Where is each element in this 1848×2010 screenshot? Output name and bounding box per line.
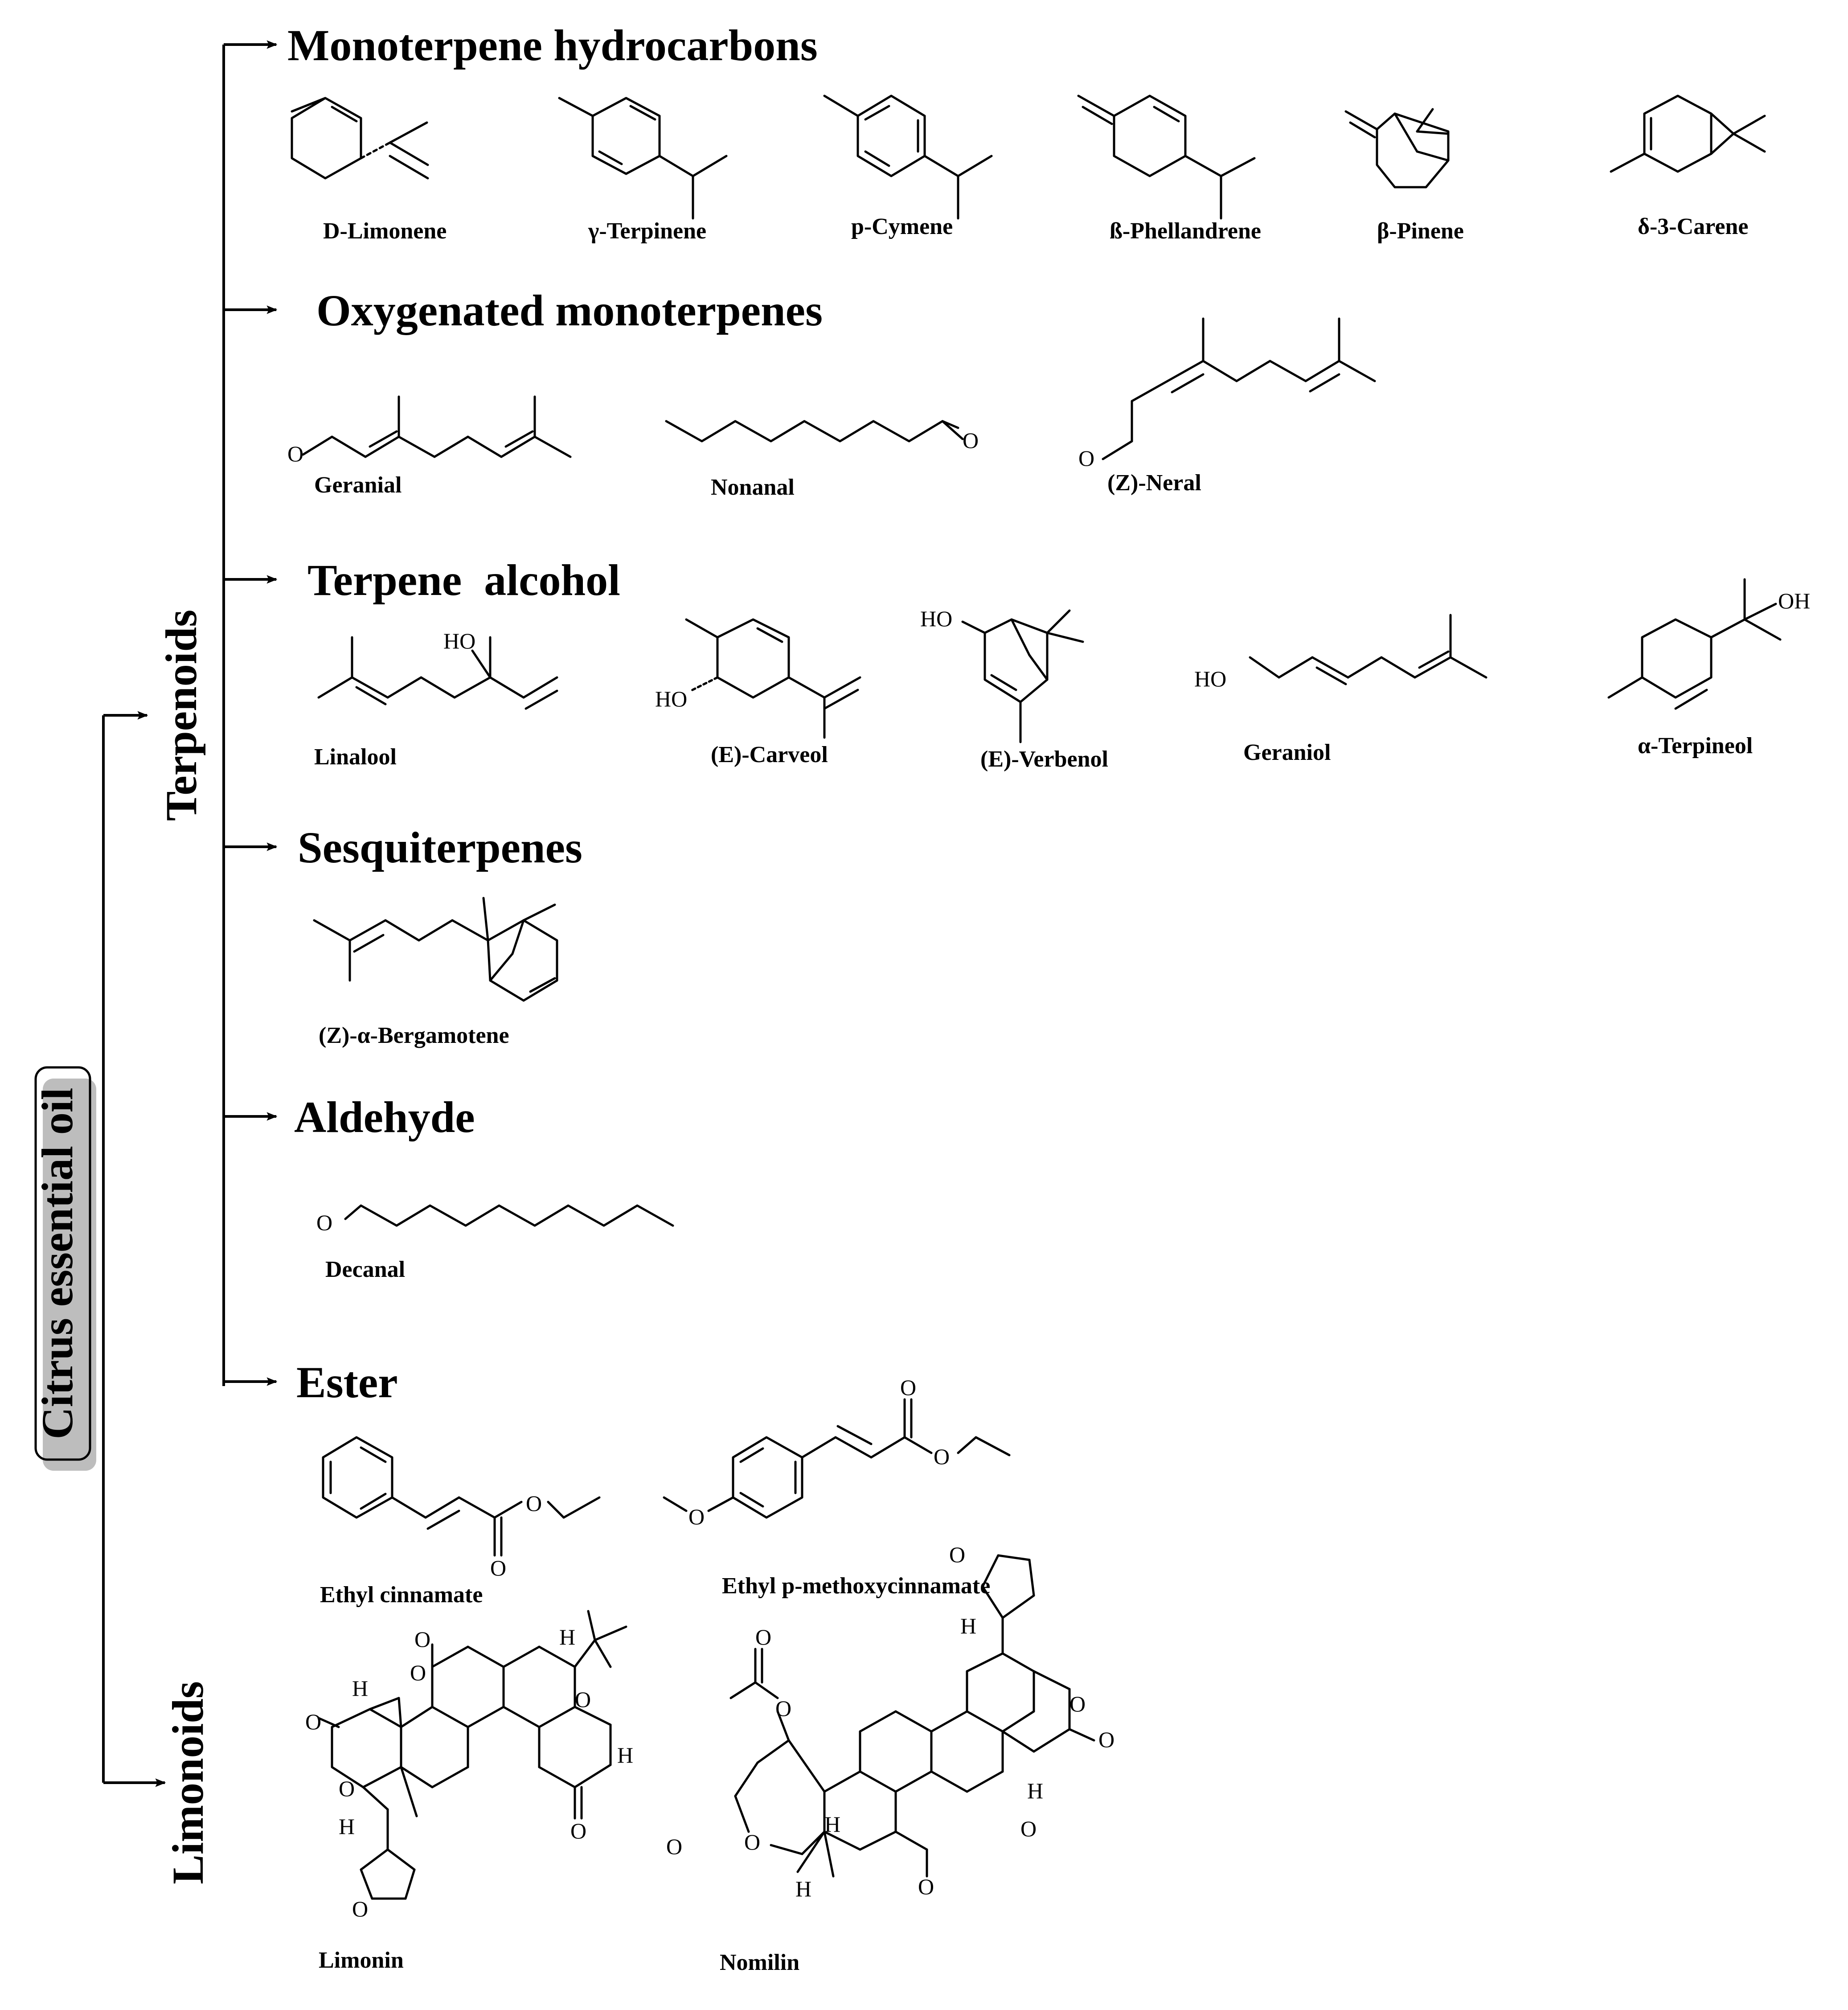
compound-d-limonene: D-Limonene	[323, 218, 447, 244]
atom-nomilin-h-3: H	[795, 1876, 811, 1901]
heading-aldehyde: Aldehyde	[294, 1092, 475, 1142]
compound-p-cymene: p-Cymene	[851, 214, 953, 239]
atom-nomilin-o-carbonyl-d: O	[1098, 1727, 1115, 1752]
structure-ethyl-p-methoxycinnamate	[663, 1398, 1011, 1519]
atom-limonin-h-3: H	[559, 1624, 575, 1649]
structure-ethyl-cinnamate	[322, 1436, 601, 1557]
structure-e-carveol	[685, 618, 861, 739]
compound-z-neral: (Z)-Neral	[1107, 470, 1201, 496]
root-box-shadow	[43, 1079, 96, 1471]
atom-limonin-o-4: O	[414, 1627, 430, 1652]
atom-limonin-o-1: O	[305, 1709, 321, 1734]
root-label: Citrus essential oil	[33, 1088, 82, 1440]
atom-methoxycinnamate-o-carbonyl: O	[900, 1375, 916, 1400]
atom-nomilin-o-furan: O	[949, 1542, 965, 1567]
compound-geranial: Geranial	[314, 472, 402, 498]
structure-linalool	[317, 636, 558, 710]
atom-nomilin-o-ring: O	[744, 1830, 760, 1854]
structure-gamma-terpinene	[558, 97, 728, 220]
atom-linalool-ho: HO	[443, 628, 475, 653]
compound-linalool: Linalool	[314, 744, 397, 770]
atom-geranial-o: O	[287, 441, 303, 466]
atom-limonin-o-5: O	[575, 1687, 591, 1712]
compound-decanal: Decanal	[325, 1257, 405, 1282]
branch-label-limonoids: Limonoids	[163, 1681, 213, 1884]
structure-delta-3-carene	[1610, 94, 1766, 173]
atom-nomilin-o-ring-d: O	[1069, 1691, 1086, 1716]
atom-limonin-o-6: O	[570, 1818, 586, 1843]
heading-monoterpene-hydrocarbons: Monoterpene hydrocarbons	[287, 21, 818, 70]
atom-terpineol-oh: OH	[1778, 588, 1810, 613]
root-box	[34, 1066, 91, 1461]
atom-neral-o: O	[1078, 446, 1094, 471]
structure-geraniol	[1249, 614, 1487, 685]
compound-gamma-terpinene: γ-Terpinene	[588, 218, 706, 244]
compound-nonanal: Nonanal	[711, 475, 795, 500]
atom-limonin-h-2: H	[339, 1814, 355, 1839]
structure-p-cymene	[823, 94, 993, 220]
heading-oxygenated-monoterpenes: Oxygenated monoterpenes	[316, 286, 823, 335]
compound-beta-phellandrene: ß-Phellandrene	[1110, 218, 1261, 244]
atom-limonin-h-1: H	[352, 1676, 368, 1701]
compound-beta-pinene: β-Pinene	[1377, 218, 1464, 244]
structure-beta-phellandrene	[1077, 94, 1256, 220]
compound-ethyl-p-methoxycinnamate: Ethyl p-methoxycinnamate	[722, 1573, 990, 1599]
compound-delta-3-carene: δ-3-Carene	[1638, 214, 1748, 239]
heading-terpene-alcohol: Terpene alcohol	[307, 555, 620, 605]
atom-methoxycinnamate-o-methoxy: O	[688, 1504, 705, 1529]
atom-verbenol-ho: HO	[920, 606, 952, 631]
structure-z-neral	[1102, 317, 1376, 460]
compound-alpha-terpineol: α-Terpineol	[1638, 733, 1753, 759]
atom-nomilin-o-acetyl: O	[755, 1624, 771, 1649]
structure-geranial	[302, 395, 572, 458]
atom-nomilin-h-4: H	[1027, 1778, 1043, 1803]
atom-nomilin-o-lactone: O	[666, 1834, 682, 1859]
atom-limonin-o-3: O	[410, 1660, 426, 1685]
structure-decanal	[344, 1204, 674, 1227]
structure-limonin	[317, 1610, 627, 1900]
heading-sesquiterpenes: Sesquiterpenes	[298, 823, 582, 872]
root-node: Citrus essential oil	[33, 1066, 96, 1471]
structure-d-limonene	[291, 97, 429, 180]
structure-alpha-terpineol	[1607, 578, 1782, 710]
branch-label-terpenoids: Terpenoids	[156, 610, 206, 821]
compound-limonin: Limonin	[319, 1948, 404, 1973]
atom-limonin-h-4: H	[617, 1743, 633, 1768]
atom-ethyl-cinnamate-o-ester: O	[526, 1491, 542, 1516]
branch-lines	[102, 40, 278, 1787]
atom-nomilin-o-acetoxy: O	[775, 1696, 791, 1721]
structure-nomilin	[729, 1554, 1095, 1878]
atom-limonin-o-2: O	[339, 1776, 355, 1801]
structure-e-verbenol	[961, 609, 1084, 743]
compound-e-carveol: (E)-Carveol	[711, 742, 828, 767]
compound-geraniol: Geraniol	[1243, 740, 1331, 765]
compound-ethyl-cinnamate: Ethyl cinnamate	[320, 1582, 483, 1608]
atom-decanal-o: O	[316, 1210, 332, 1235]
structure-beta-pinene	[1344, 108, 1450, 189]
atom-nomilin-o-epoxide: O	[1020, 1816, 1037, 1841]
compound-nomilin: Nomilin	[720, 1950, 799, 1975]
structure-z-alpha-bergamotene	[313, 897, 558, 1002]
compound-e-verbenol: (E)-Verbenol	[980, 747, 1108, 772]
atom-nomilin-o-ketone: O	[918, 1874, 934, 1899]
atom-geraniol-ho: HO	[1194, 666, 1226, 691]
atom-carveol-ho: HO	[655, 686, 687, 711]
compound-z-alpha-bergamotene: (Z)-α-Bergamotene	[319, 1023, 509, 1048]
atom-nonanal-o: O	[963, 428, 979, 453]
atom-methoxycinnamate-o-ester: O	[934, 1444, 950, 1469]
atom-nomilin-h-1: H	[960, 1613, 976, 1638]
structure-nonanal	[665, 420, 964, 443]
heading-ester: Ester	[296, 1358, 398, 1407]
atom-nomilin-h-2: H	[824, 1812, 840, 1837]
atom-limonin-o-furan: O	[352, 1896, 368, 1921]
atom-ethyl-cinnamate-o-carbonyl: O	[490, 1555, 506, 1580]
